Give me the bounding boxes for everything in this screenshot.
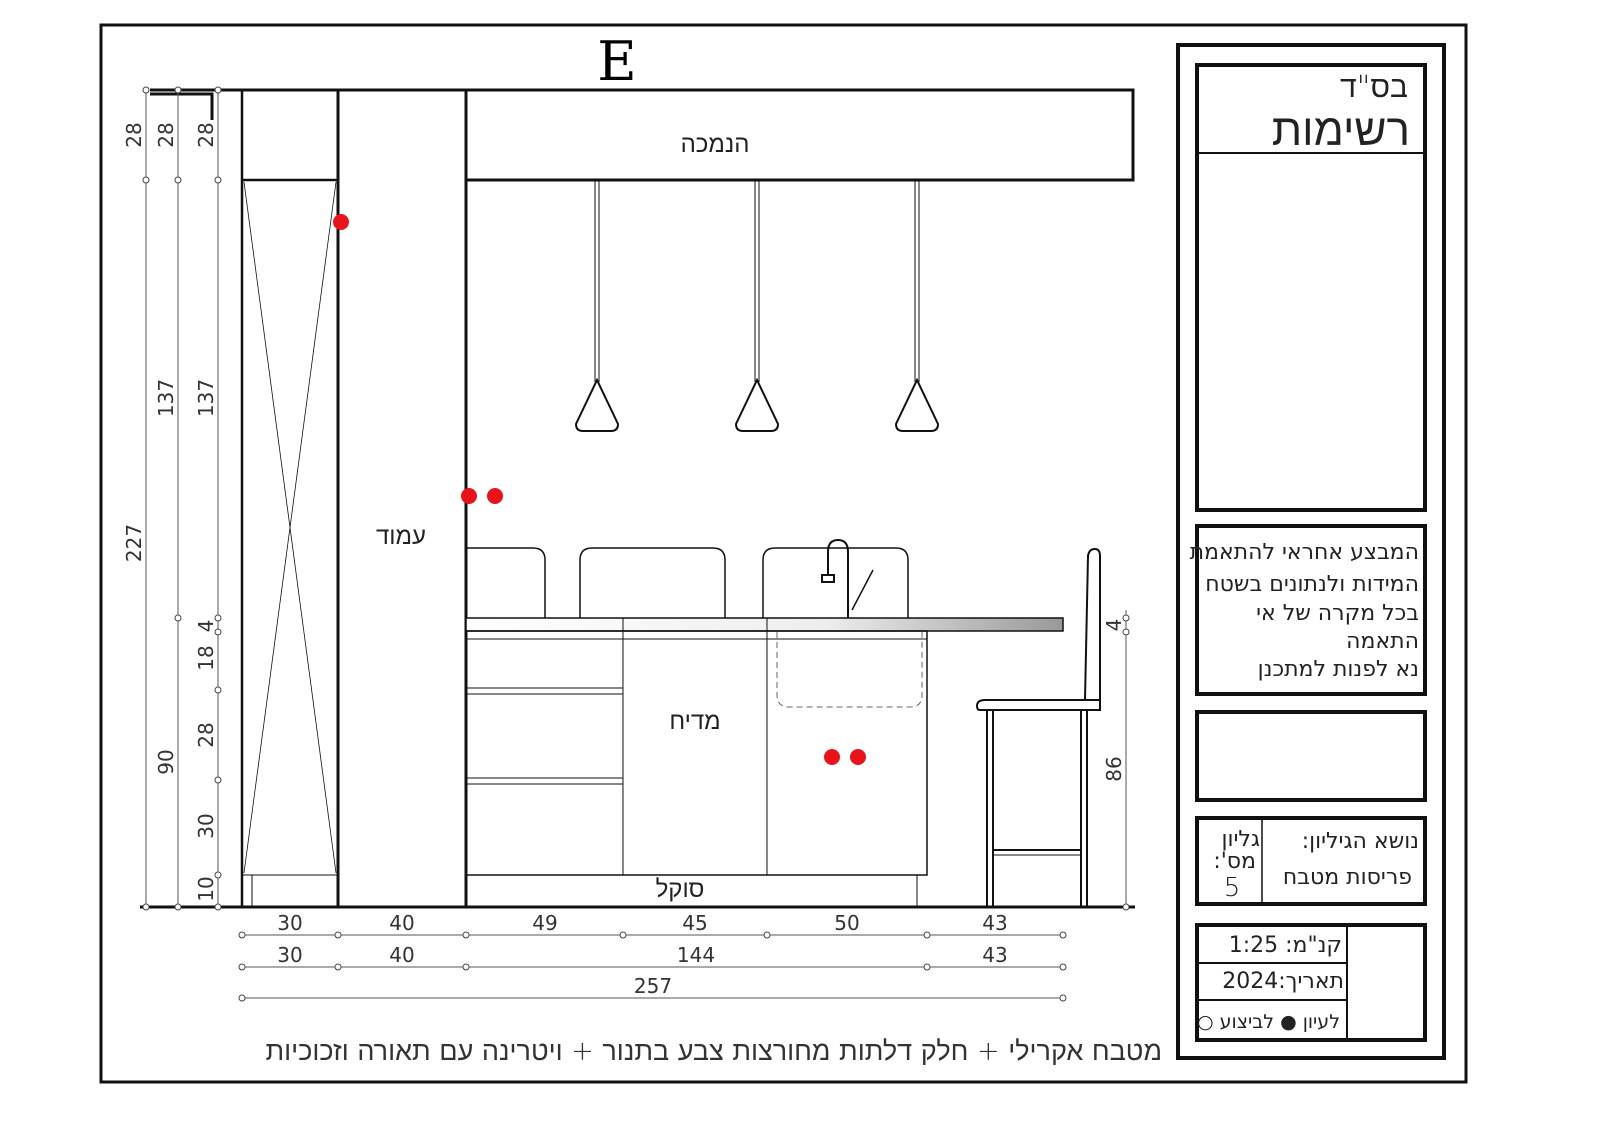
plinth-label: סוקל bbox=[656, 875, 705, 903]
drawing-caption: מטבח אקרילי + חלק דלתות מחורצות צבע בתנו… bbox=[266, 1036, 1162, 1067]
tall-unit bbox=[240, 88, 340, 909]
column-label: עמוד bbox=[376, 522, 426, 550]
marker-dot bbox=[824, 749, 840, 765]
dim-label: 137 bbox=[154, 379, 178, 417]
sheet-number: 5 bbox=[1224, 873, 1241, 903]
marker-dot bbox=[333, 214, 349, 230]
marker-dot bbox=[487, 488, 503, 504]
faucet bbox=[821, 538, 874, 618]
dim-label: 40 bbox=[389, 911, 414, 935]
pendant-light bbox=[894, 180, 940, 432]
pendant-light bbox=[734, 180, 780, 432]
right-dimensions: 4 86 bbox=[1102, 610, 1130, 911]
dim-label: 257 bbox=[634, 974, 672, 998]
marker-dot bbox=[461, 488, 477, 504]
dim-label: 28 bbox=[194, 722, 218, 747]
scale: קנ"מ: 1:25 bbox=[1229, 933, 1342, 958]
dim-label: 86 bbox=[1102, 756, 1126, 781]
sheet-subject-label: נושא הגיליון: bbox=[1302, 829, 1419, 854]
header-bsd: בס"ד bbox=[1340, 70, 1408, 105]
disclaimer-line: המבצע אחראי להתאמת bbox=[1190, 540, 1419, 565]
sheet-subject: פריסות מטבח bbox=[1283, 865, 1412, 890]
sheet-no-label: גליון bbox=[1222, 827, 1260, 852]
dim-label: 30 bbox=[277, 911, 302, 935]
disclaimer-line: התאמה bbox=[1346, 629, 1419, 654]
disclaimer-line: המידות ולנתונים בשטח bbox=[1205, 572, 1419, 597]
countertop bbox=[465, 617, 1064, 632]
dim-label: 4 bbox=[194, 620, 218, 633]
blank-box bbox=[1195, 710, 1427, 802]
column bbox=[336, 88, 468, 909]
sheet-no-label: מס': bbox=[1213, 849, 1256, 874]
base-cabinets bbox=[465, 618, 928, 907]
title-block: בס"ד רשימות המבצע אחראי להתאמת המידות ול… bbox=[1176, 43, 1446, 1060]
backsplash-panels bbox=[465, 547, 909, 618]
bar-stool bbox=[976, 547, 1101, 907]
notes-title: רשימות bbox=[1272, 105, 1410, 156]
dim-label: 50 bbox=[834, 911, 859, 935]
disclaimer-line: נא לפנות למתכנן bbox=[1258, 657, 1419, 682]
dim-label: 227 bbox=[122, 524, 146, 562]
sheet-frame bbox=[99, 23, 1468, 1084]
lowered-ceiling-label: הנמכה bbox=[681, 130, 750, 158]
dishwasher-label: מדיח bbox=[669, 707, 720, 735]
dim-label: 137 bbox=[194, 379, 218, 417]
dim-label: 43 bbox=[982, 943, 1007, 967]
dim-label: 28 bbox=[154, 122, 178, 147]
dim-label: 28 bbox=[194, 122, 218, 147]
ceiling-step bbox=[150, 92, 214, 120]
disclaimer-line: בכל מקרה של אי bbox=[1256, 601, 1419, 626]
dim-label: 10 bbox=[194, 876, 218, 901]
elevation-label: E bbox=[597, 30, 636, 93]
marker-dot bbox=[850, 749, 866, 765]
status: לעיון ● לביצוע ○ bbox=[1197, 1011, 1340, 1033]
dim-label: 40 bbox=[389, 943, 414, 967]
dim-label: 18 bbox=[194, 645, 218, 670]
dim-label: 144 bbox=[677, 943, 715, 967]
red-markers bbox=[333, 214, 866, 765]
dim-label: 4 bbox=[1102, 619, 1126, 632]
date: תאריך:2024 bbox=[1222, 969, 1344, 994]
dim-label: 30 bbox=[277, 943, 302, 967]
dim-label: 45 bbox=[682, 911, 707, 935]
bottom-dimensions: 30 40 49 45 50 43 30 40 144 43 257 bbox=[238, 911, 1067, 1002]
dim-label: 28 bbox=[122, 122, 146, 147]
dim-label: 90 bbox=[154, 749, 178, 774]
dim-label: 49 bbox=[532, 911, 557, 935]
dim-label: 30 bbox=[194, 813, 218, 838]
pendant-light bbox=[574, 180, 620, 432]
pendant-lights bbox=[574, 180, 940, 432]
lowered-ceiling bbox=[464, 88, 1135, 182]
dim-label: 43 bbox=[982, 911, 1007, 935]
left-dimensions: 28 227 28 137 90 28 137 4 18 28 30 10 bbox=[122, 86, 222, 911]
